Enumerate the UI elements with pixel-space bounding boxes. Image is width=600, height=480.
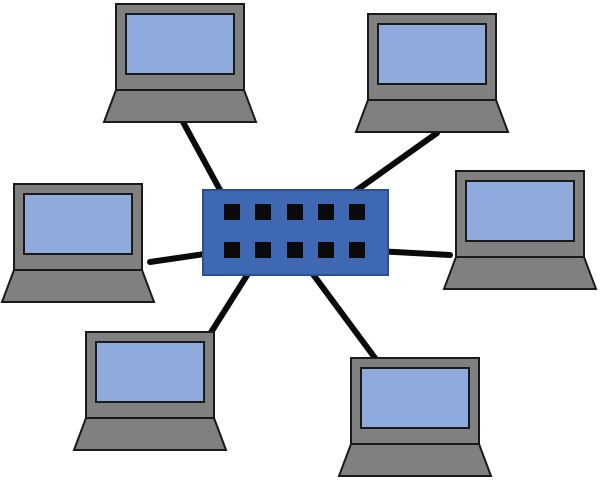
switch-port-bottom-1 (224, 242, 240, 258)
switch-port-bottom-5 (349, 242, 365, 258)
laptop-screen (377, 23, 487, 85)
laptop-base (0, 269, 156, 303)
laptop-icon (442, 170, 598, 290)
laptop-icon (354, 13, 510, 133)
switch-port-top-3 (287, 204, 303, 220)
laptop-screen (465, 180, 575, 242)
switch-port-top-5 (349, 204, 365, 220)
switch-port-top-2 (255, 204, 271, 220)
laptop-base (102, 89, 258, 123)
switch-port-top-4 (318, 204, 334, 220)
laptop-base (337, 443, 493, 477)
switch-port-bottom-4 (318, 242, 334, 258)
switch-port-bottom-3 (287, 242, 303, 258)
laptop-base (442, 256, 598, 290)
laptops (0, 3, 598, 477)
network-switch-icon (202, 189, 389, 276)
laptop-screen (23, 193, 133, 255)
switch-ports (224, 204, 365, 258)
laptop-base (72, 417, 228, 451)
switch-port-top-1 (224, 204, 240, 220)
laptop-base (354, 99, 510, 133)
laptop-screen (125, 13, 235, 75)
laptop-icon (102, 3, 258, 123)
switch-port-bottom-2 (255, 242, 271, 258)
laptop-screen (360, 367, 470, 429)
laptop-icon (0, 183, 156, 303)
laptop-screen (95, 341, 205, 403)
laptop-icon (72, 331, 228, 451)
laptop-icon (337, 357, 493, 477)
